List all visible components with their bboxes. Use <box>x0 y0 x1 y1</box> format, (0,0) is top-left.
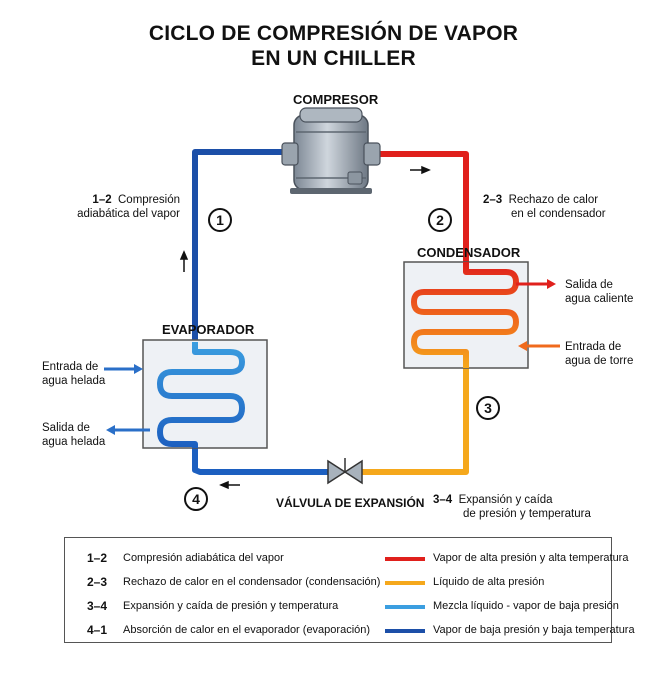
step-2-3-line1: Rechazo de calor <box>508 194 599 206</box>
cond-in-line2: agua de torre <box>565 355 634 367</box>
legend-state-text: Vapor de baja presión y baja temperatura <box>433 624 635 636</box>
step-3-4-line2: de presión y temperatura <box>463 508 591 520</box>
valve-label: VÁLVULA DE EXPANSIÓN <box>276 496 425 510</box>
step-1-2-line2: adiabática del vapor <box>77 208 180 220</box>
legend-process-code: 2–3 <box>87 575 108 589</box>
legend-swatch-mix <box>385 605 425 609</box>
condenser-water-out-label: Salida de agua caliente <box>565 278 633 306</box>
legend-process-text: Compresión adiabática del vapor <box>123 552 284 564</box>
step-1-2-code: 1–2 <box>92 194 112 206</box>
legend-swatch-cold-vapor <box>385 629 425 633</box>
step-marker-2: 2 <box>428 208 452 232</box>
legend-process-code: 1–2 <box>87 551 108 565</box>
condenser-icon <box>403 261 529 369</box>
diagram-title-line1: CICLO DE COMPRESIÓN DE VAPOR <box>148 22 519 45</box>
compressor-label: COMPRESOR <box>293 92 379 107</box>
diagram-title-line2: EN UN CHILLER <box>251 47 416 70</box>
step-2-3-code: 2–3 <box>483 194 503 206</box>
mix-pipe <box>192 445 331 475</box>
condenser-water-in-label: Entrada de agua de torre <box>565 340 633 368</box>
step-marker-1: 1 <box>208 208 232 232</box>
evap-out-line1: Salida de <box>42 422 90 434</box>
condenser-label: CONDENSADOR <box>417 245 521 260</box>
step-3-4-line1: Expansión y caída <box>458 494 553 506</box>
evaporator-water-out-label: Salida de agua helada <box>42 421 105 449</box>
legend-state-text: Mezcla líquido - vapor de baja presión <box>433 600 619 612</box>
liquid-pipe <box>359 365 469 475</box>
condenser-water-out-arrow <box>516 279 556 289</box>
legend-box: 1–2 Compresión adiabática del vapor 2–3 … <box>64 537 635 643</box>
legend-process-text: Rechazo de calor en el condensador (cond… <box>123 576 381 588</box>
expansion-valve-icon <box>327 458 363 485</box>
legend-process-text: Expansión y caída de presión y temperatu… <box>123 600 339 612</box>
step-3-4-annotation: 3–4 Expansión y caída de presión y tempe… <box>433 493 591 521</box>
flow-direction-arrow-left <box>219 480 240 490</box>
evaporator-water-in-label: Entrada de agua helada <box>42 360 105 388</box>
legend-state-text: Líquido de alta presión <box>433 576 545 588</box>
step-2-3-annotation: 2–3 Rechazo de calor en el condensador <box>483 193 606 221</box>
step-1-2-line1: Compresión <box>118 194 180 206</box>
cond-out-line2: agua caliente <box>565 293 634 305</box>
legend-swatch-hp-liquid <box>385 581 425 585</box>
flow-direction-arrow-up <box>179 250 189 272</box>
step-marker-3: 3 <box>476 396 500 420</box>
legend-process-code: 4–1 <box>87 623 108 637</box>
evaporator-water-out-arrow <box>106 425 150 435</box>
step-marker-4: 4 <box>184 487 208 511</box>
evaporator-label: EVAPORADOR <box>162 322 255 337</box>
legend-swatch-hot-vapor <box>385 557 425 561</box>
legend-state-text: Vapor de alta presión y alta temperatura <box>433 552 629 564</box>
evaporator-icon <box>142 339 268 449</box>
cond-in-line1: Entrada de <box>565 341 622 353</box>
evap-in-line1: Entrada de <box>42 361 99 373</box>
discharge-pipe <box>375 151 469 265</box>
evap-out-line2: agua helada <box>42 436 106 448</box>
step-2-3-line2: en el condensador <box>511 208 606 220</box>
step-1-2-annotation: 1–2 Compresión adiabática del vapor <box>40 193 180 221</box>
condenser-water-in-arrow <box>518 341 560 351</box>
flow-direction-arrow-right <box>410 165 431 175</box>
step-3-4-code: 3–4 <box>433 494 453 506</box>
evaporator-water-in-arrow <box>104 364 143 374</box>
suction-pipe <box>192 149 289 345</box>
compressor-icon <box>281 107 381 194</box>
cond-out-line1: Salida de <box>565 279 613 291</box>
legend-process-code: 3–4 <box>87 599 108 613</box>
legend-process-text: Absorción de calor en el evaporador (eva… <box>123 624 371 636</box>
evap-in-line2: agua helada <box>42 375 106 387</box>
